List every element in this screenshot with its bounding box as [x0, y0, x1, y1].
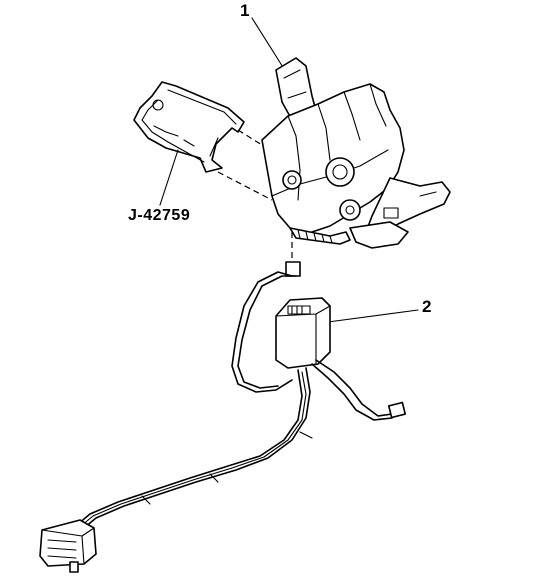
leader-line-1	[251, 17, 287, 73]
callout-item-2: 2	[422, 297, 432, 316]
top-connector	[285, 261, 301, 277]
callout-tool-number: J-42759	[128, 207, 191, 224]
callout-item-1: 1	[240, 1, 250, 20]
leader-line-tool	[159, 149, 179, 206]
leader-line-2	[327, 309, 419, 323]
leader-lines	[159, 17, 419, 323]
tool-j42759	[133, 81, 245, 173]
latch-assembly	[261, 57, 451, 249]
harness-connector	[39, 519, 97, 567]
sensor-module	[39, 261, 407, 573]
side-connector	[387, 401, 407, 419]
